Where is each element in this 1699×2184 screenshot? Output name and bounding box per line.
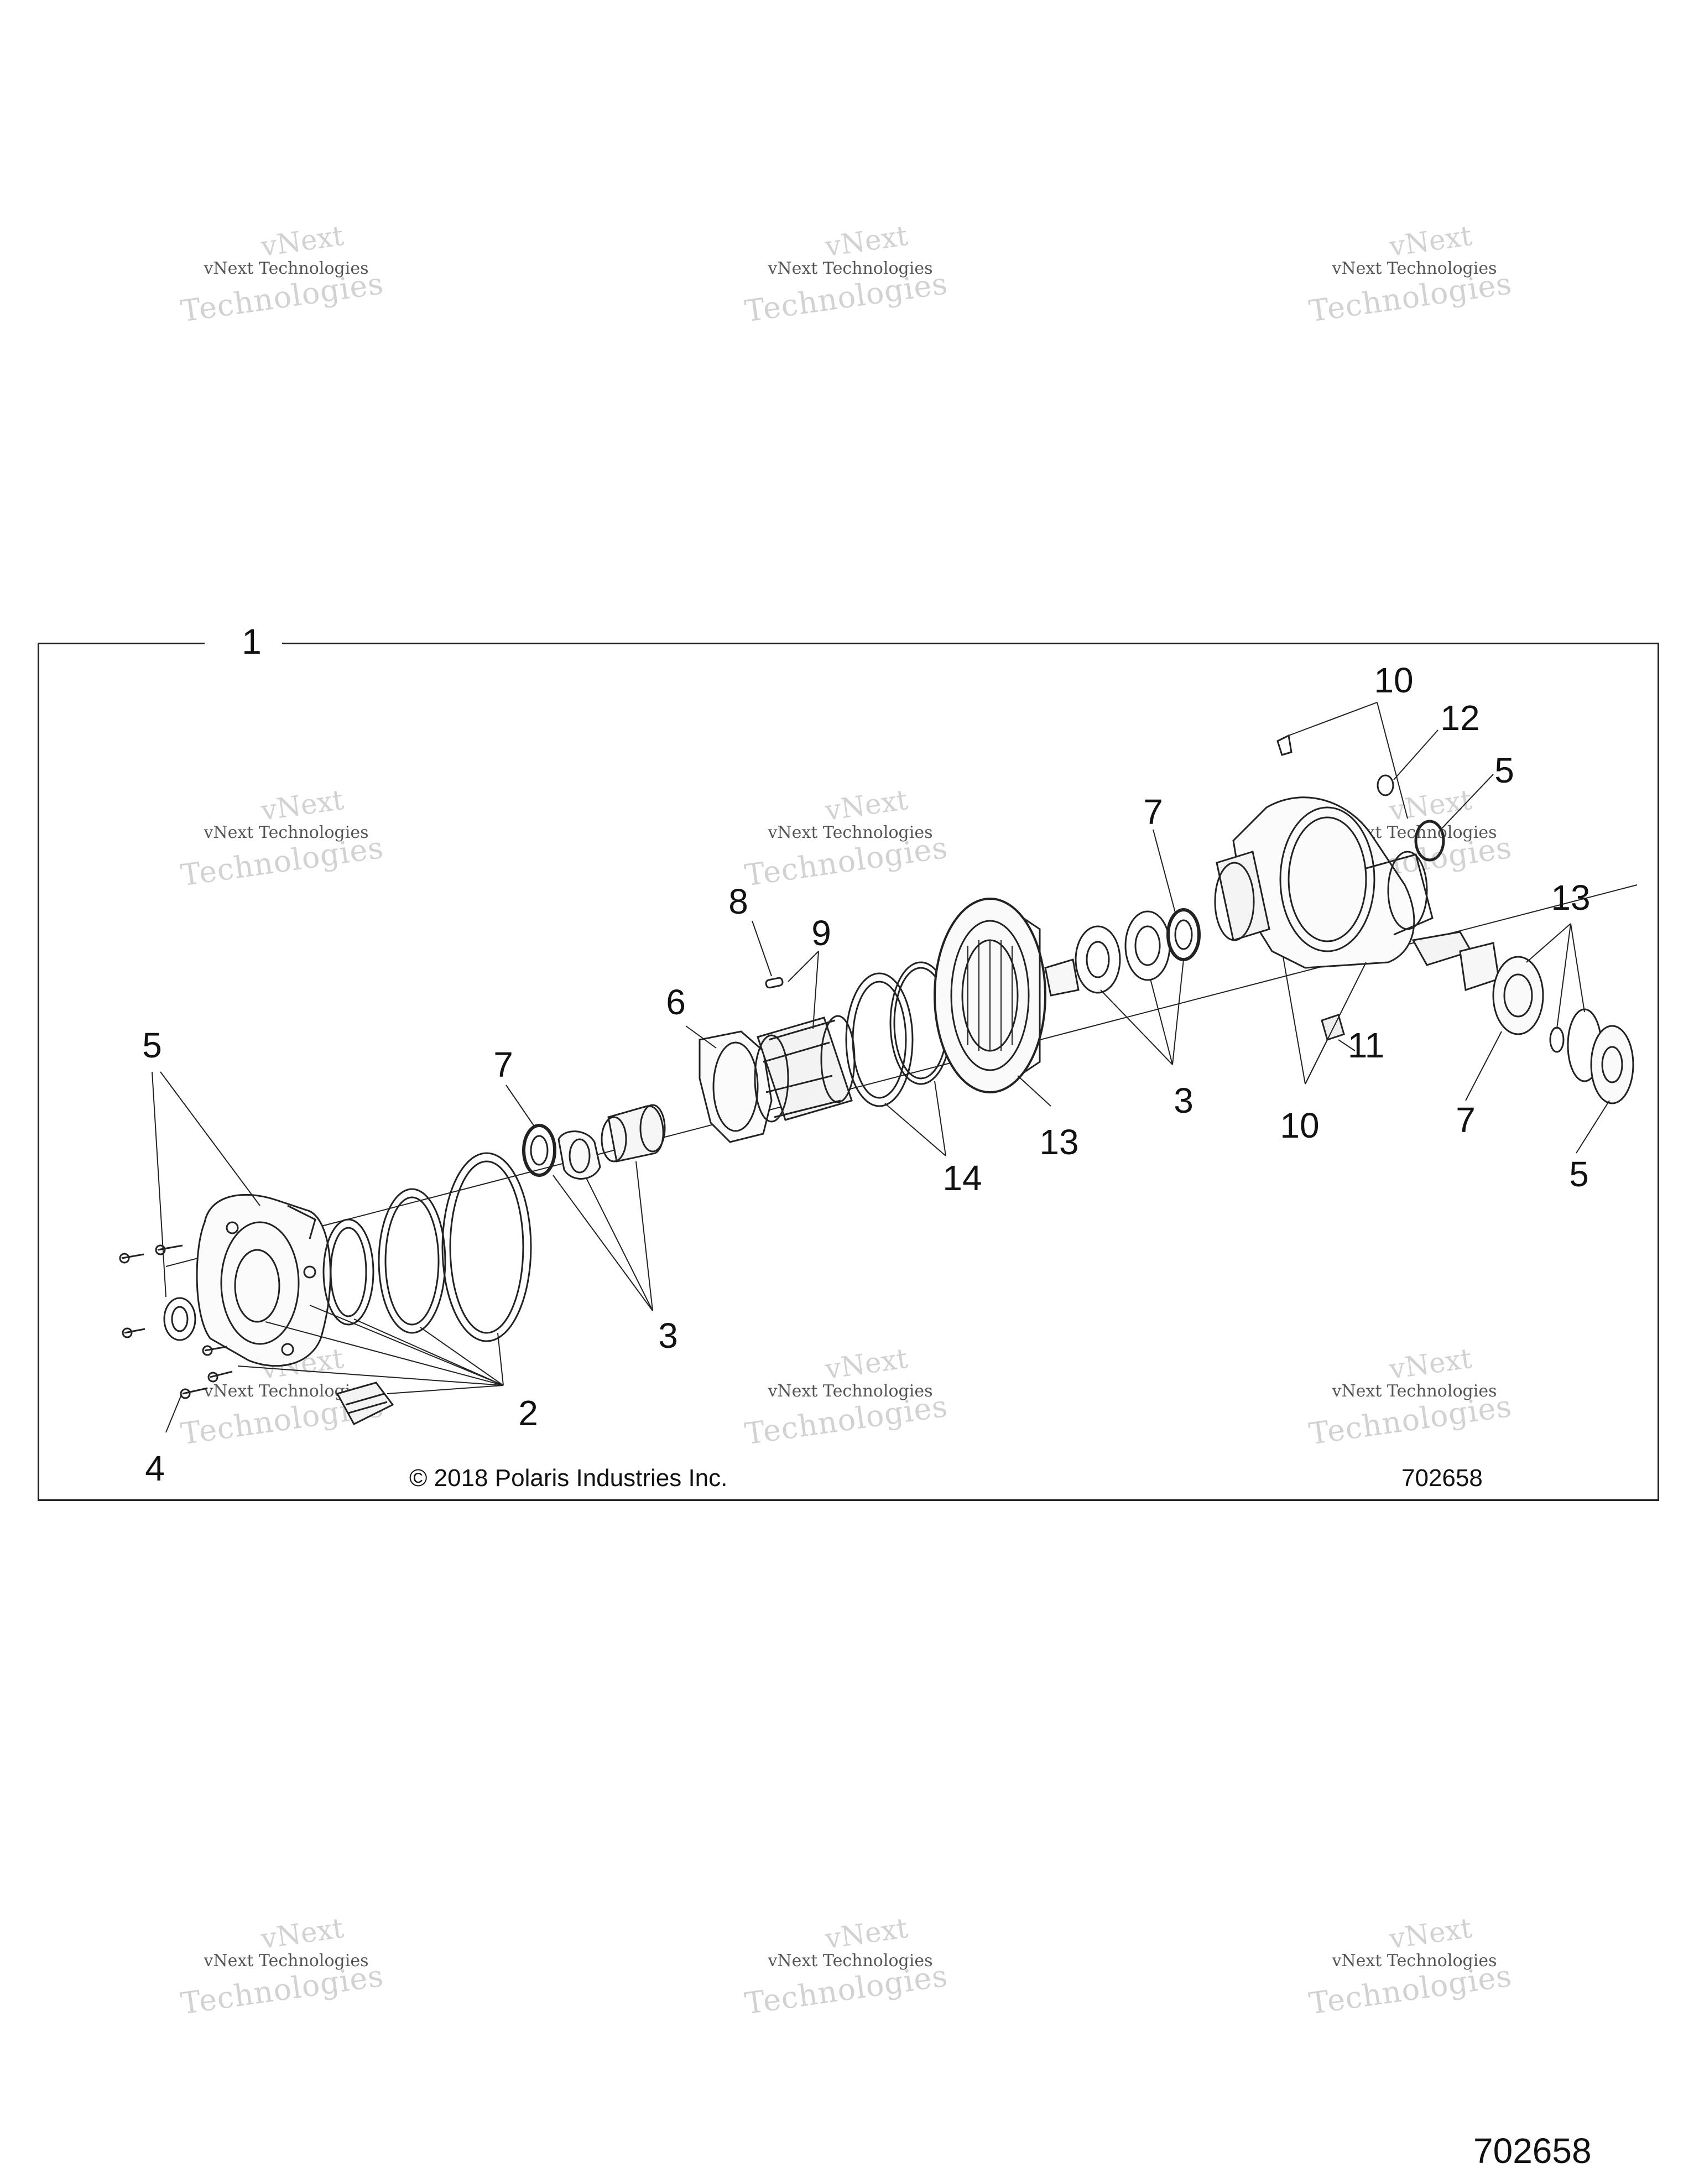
frame-label-gap [205,636,282,650]
connector-part [336,1382,394,1425]
leader-lines [152,702,1610,1433]
callout-11: 11 [1347,1025,1385,1065]
output-shaft-part [1459,942,1500,991]
callout-7: 7 [493,1045,513,1085]
shim-ring [378,1188,446,1334]
callout-2: 2 [518,1393,538,1433]
clip-part [1549,1026,1565,1053]
callout-7: 7 [1143,792,1163,832]
spacer-part [1124,910,1171,981]
spacer-part [557,1130,601,1180]
bearing-part [1075,925,1121,994]
shim-ring [322,1218,374,1326]
pinion-gear-part [607,1105,664,1163]
callout-13: 13 [1551,878,1591,918]
bearing-part [522,1124,556,1177]
callout-12: 12 [1440,698,1480,738]
bearing-part [1492,956,1544,1035]
shim-ring [441,1152,532,1342]
callout-9: 9 [811,913,831,953]
drain-plug-part [1321,1014,1345,1041]
callout-5: 5 [142,1025,162,1065]
seal-part [1414,820,1445,862]
bearing-part [1166,908,1201,961]
callout-8: 8 [728,882,748,921]
callout-10: 10 [1374,660,1414,700]
ring-gear-part [934,898,1046,1093]
callout-13: 13 [1039,1122,1079,1162]
pin-part [765,977,784,989]
assembly-frame [38,643,1659,1501]
seal-part [163,1297,196,1341]
callout-4: 4 [145,1448,165,1488]
callout-5: 5 [1569,1154,1589,1194]
callout-5: 5 [1494,750,1514,790]
callout-1: 1 [242,622,262,661]
bolt-parts [119,1244,233,1399]
armature-ring-part [845,972,914,1107]
callout-6: 6 [666,982,686,1022]
plug-part [1377,774,1394,796]
callout-3: 3 [658,1316,678,1356]
copyright-text: © 2018 Polaris Industries Inc. [409,1464,728,1492]
footer-diagram-number: 702658 [1473,2131,1592,2171]
callout-10: 10 [1280,1106,1320,1145]
bolt-part [1276,734,1293,756]
left-housing-part [196,1193,331,1367]
shaft-part [1044,958,1080,997]
seal-part [1590,1025,1634,1104]
callout-14: 14 [942,1158,982,1198]
callout-3: 3 [1174,1081,1194,1120]
right-housing-part [1214,796,1473,969]
diagram-number: 702658 [1401,1464,1483,1492]
callout-7: 7 [1456,1100,1476,1140]
